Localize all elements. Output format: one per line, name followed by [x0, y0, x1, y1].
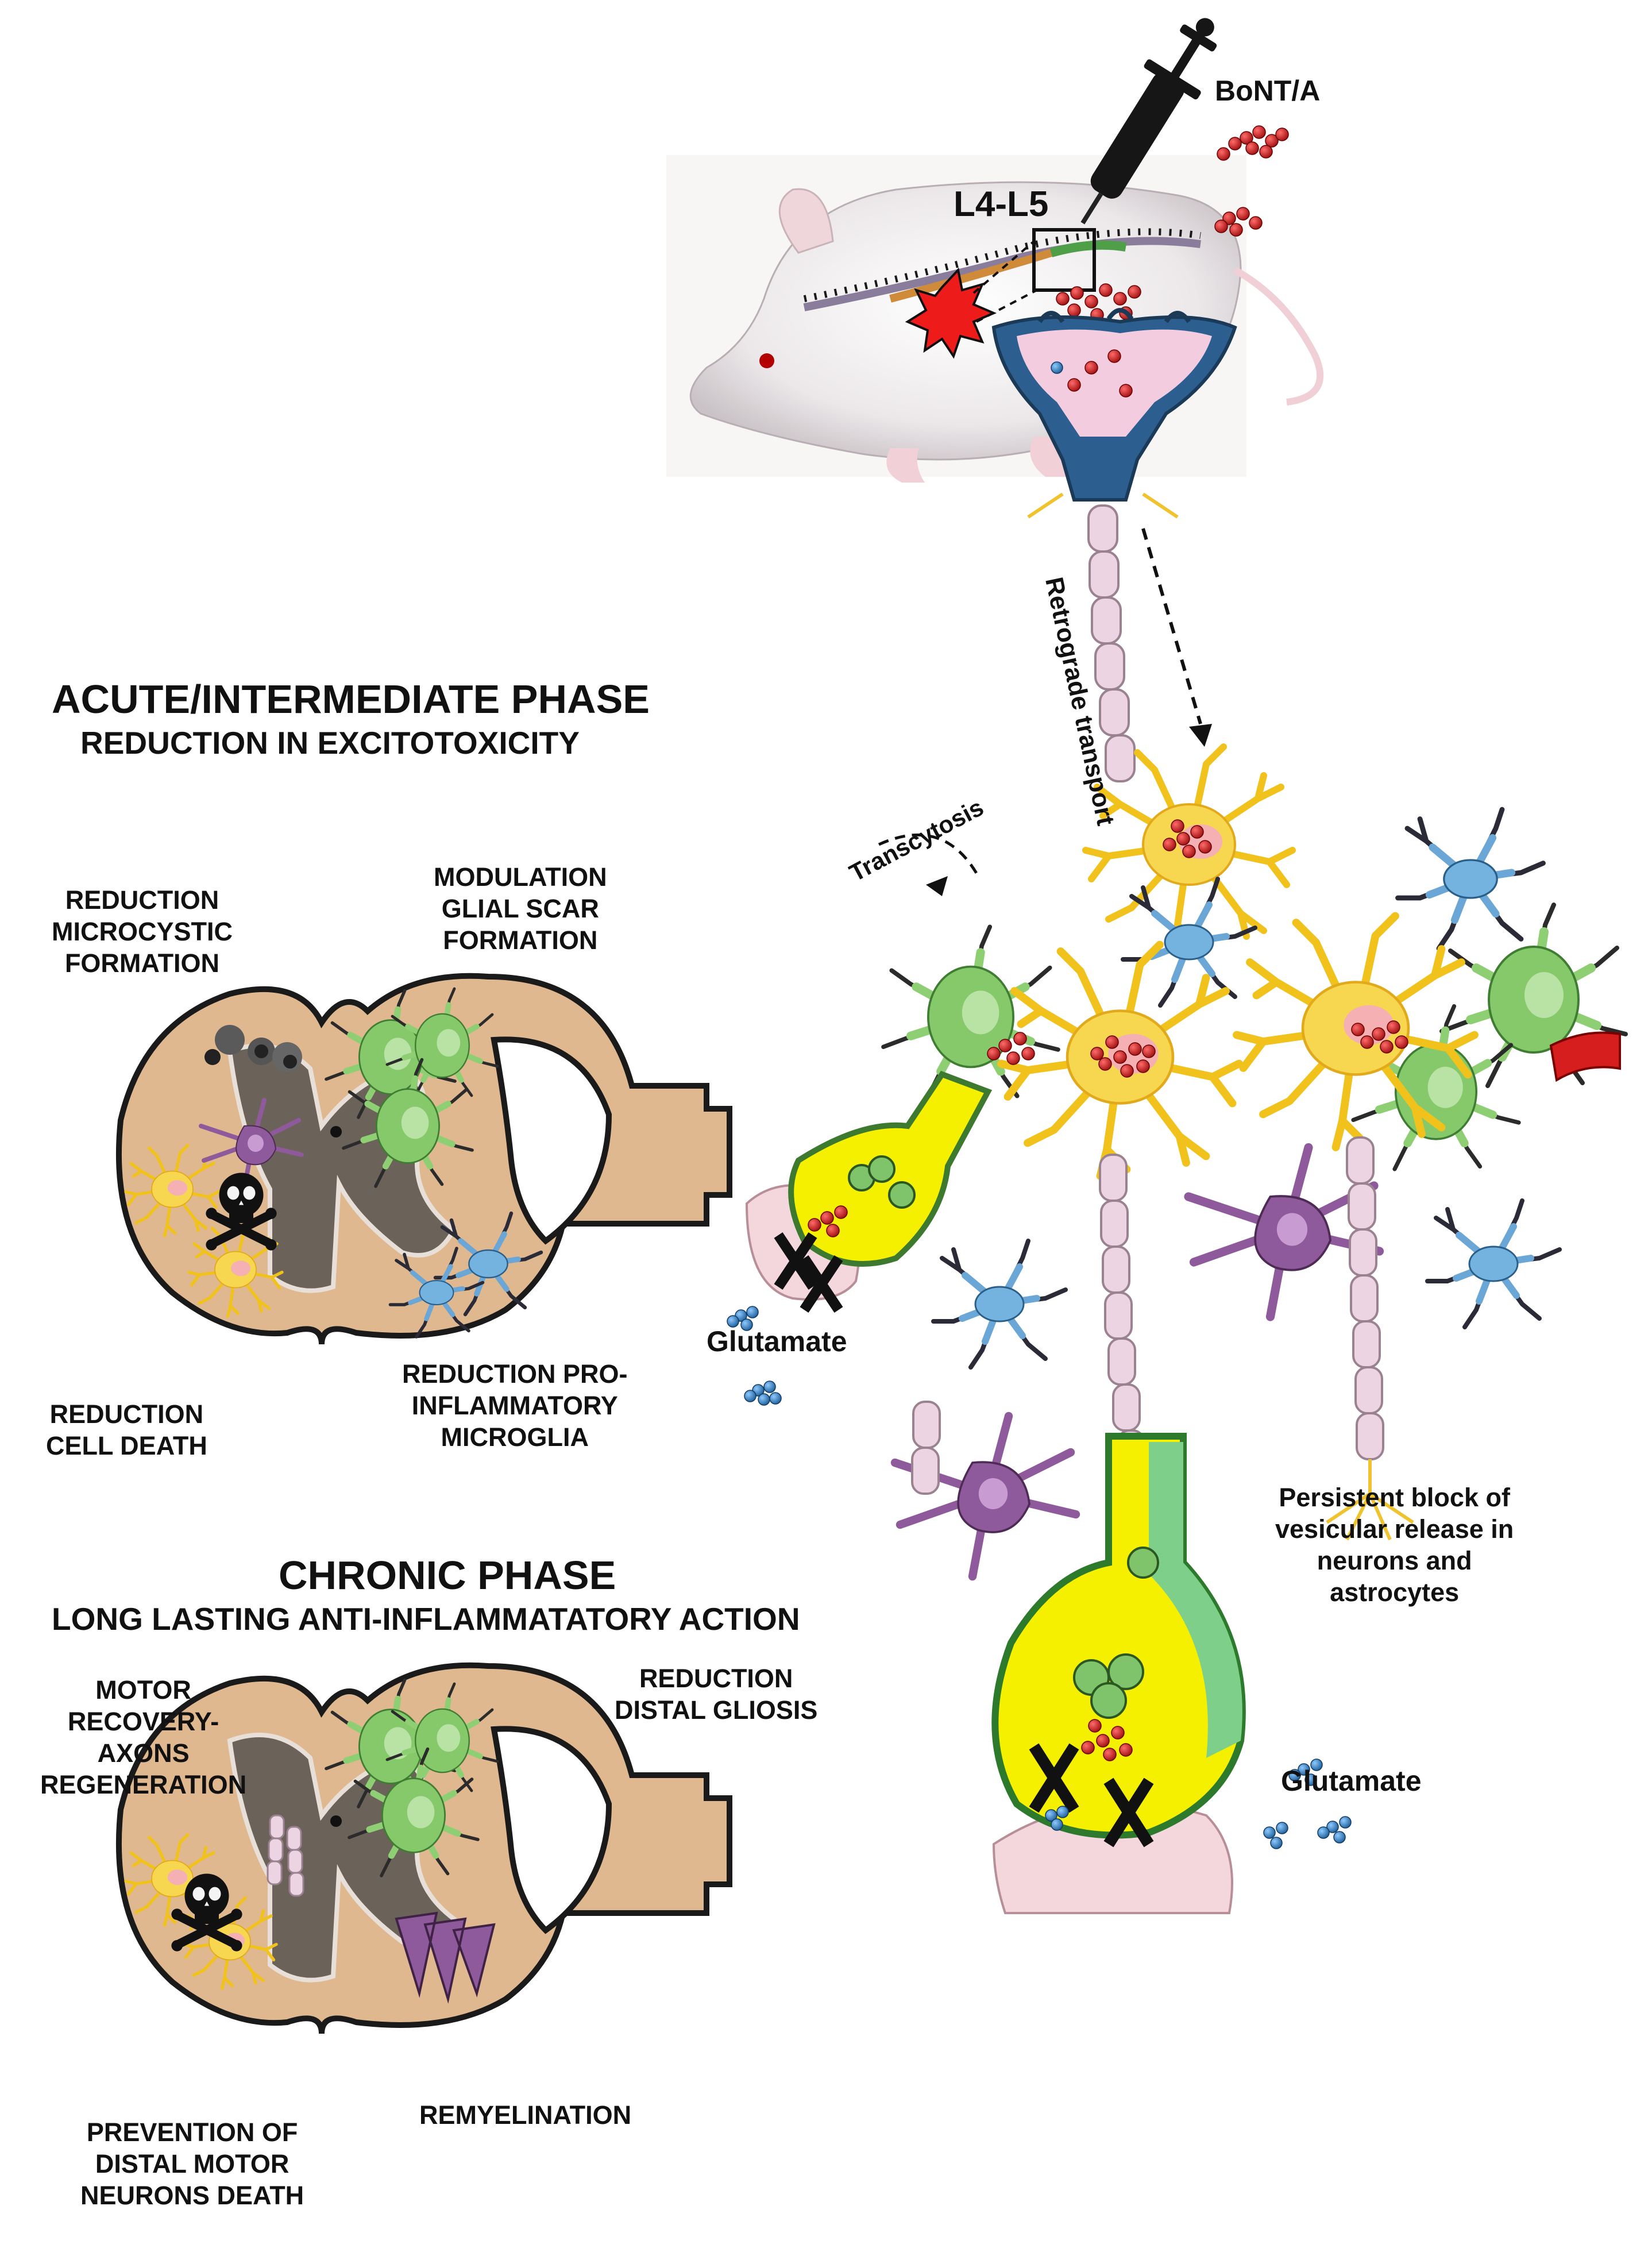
mouse-ear: [778, 188, 834, 254]
glutamate-label-upper: Glutamate: [707, 1325, 847, 1358]
microglia-label: REDUCTION PRO- INFLAMMATORY MICROGLIA: [402, 1359, 628, 1452]
glutamate-label-lower: Glutamate: [1281, 1765, 1422, 1797]
acute-phase-title: ACUTE/INTERMEDIATE PHASE: [52, 677, 650, 722]
glial-scar-label: MODULATION GLIAL SCAR FORMATION: [434, 862, 607, 955]
injury-burst: [905, 267, 997, 359]
mouse-tail: [1233, 267, 1324, 406]
lower-synapse: [991, 1433, 1352, 1914]
chronic-phase-title: CHRONIC PHASE: [279, 1553, 616, 1598]
remyelination-label: REMYELINATION: [419, 2100, 632, 2130]
l4-l5-label: L4-L5: [954, 184, 1049, 224]
spinal-cord-chronic: [115, 1662, 732, 2034]
prevention-label: PREVENTION OF DISTAL MOTOR NEURONS DEATH: [80, 2118, 304, 2210]
bont-label: BoNT/A: [1215, 75, 1321, 107]
spinal-cord-acute: [115, 973, 732, 1345]
distal-gliosis-label: REDUCTION DISTAL GLIOSIS: [615, 1664, 818, 1725]
acute-phase-subtitle: REDUCTION IN EXCITOTOXICITY: [80, 725, 580, 761]
cellular-cluster: [878, 747, 1626, 1576]
syringe-icon: [1080, 18, 1217, 225]
chronic-phase-subtitle: LONG LASTING ANTI-INFLAMMATATORY ACTION: [52, 1601, 800, 1637]
persistent-block-label: Persistent block of vesicular release in…: [1275, 1483, 1514, 1607]
blood-vessel: [1549, 1031, 1621, 1082]
motor-terminal: [991, 308, 1237, 519]
cell-death-label: REDUCTION CELL DEATH: [46, 1399, 207, 1460]
motor-recovery-label: MOTOR RECOVERY- AXONS REGENERATION: [40, 1675, 247, 1799]
upper-synapse: [727, 1070, 993, 1406]
microcystic-label: REDUCTION MICROCYSTIC FORMATION: [52, 885, 233, 978]
l4-l5-box: [1032, 228, 1096, 292]
motor-axon: [1087, 504, 1212, 782]
mouse-eye: [759, 353, 774, 368]
